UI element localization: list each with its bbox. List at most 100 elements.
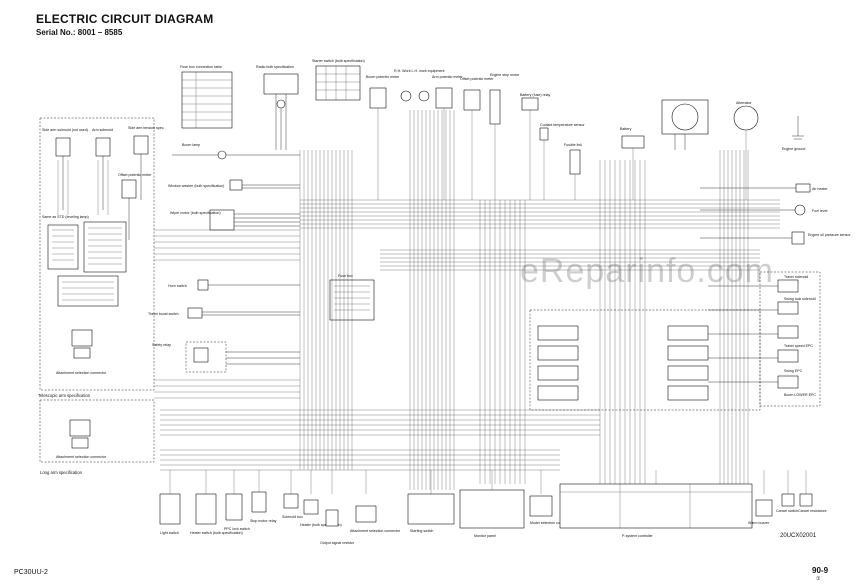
attachment-connector-label: Attachment selection connector	[56, 371, 107, 375]
air-heater-label: Air heater	[812, 187, 828, 191]
battery-relay-group: Battery (fuse) relay	[520, 93, 551, 111]
heater-switch-group: Heater switch (bulb specification)	[190, 493, 243, 535]
offset-pot-group: Offset potentio meter	[460, 77, 494, 111]
monitor-panel-group: Monitor panel	[459, 489, 525, 538]
boom-pot-label: Boom potentio meter	[366, 75, 400, 79]
light-switch-label: Light switch	[160, 531, 179, 535]
solenoid-box-label: Solenoid box	[282, 515, 303, 519]
air-heater-group: Air heater	[795, 183, 828, 193]
work-light-group: R.H. Work L.H. work equipment	[394, 69, 444, 102]
model-selection-group: Model selection connector	[529, 495, 573, 525]
model-selection-label: Model selection connector	[530, 521, 573, 525]
same-as-std-label: Same as STD (leveling lamp)	[42, 215, 89, 219]
fuse-box-table-label: Fuse box connection table	[180, 65, 222, 69]
boom-lower-epc-label: Boom LOWER EPC	[784, 393, 816, 397]
serial-number: Serial No.: 8001 – 8585	[36, 28, 123, 37]
left-solenoid-group: Attachment selection connector Telescopi…	[38, 117, 165, 398]
pump-controller-group: P-system controller	[559, 483, 753, 538]
wire-bundles	[154, 108, 807, 494]
page-number: 90-9	[812, 566, 829, 575]
fusible-link-label: Fusible link	[564, 143, 582, 147]
starting-switch-group: Starting switch	[407, 493, 455, 533]
attachment-selection-group: Attachment selection connector	[350, 505, 401, 533]
work-light-label: R.H. Work L.H. work equipment	[394, 69, 444, 73]
offset-pot-label: Offset potentio meter	[460, 77, 494, 81]
alternator-label: Alternator	[736, 101, 752, 105]
stop-motor-relay-group: Stop motor relay	[250, 491, 277, 523]
fusible-link-group: Fusible link	[564, 143, 582, 175]
engine-ground-label: Engine ground	[782, 147, 805, 151]
starting-switch-label: Starting switch	[410, 529, 433, 533]
radio-group: Radio bulb specification	[256, 65, 299, 150]
pump-controller-label: P-system controller	[622, 534, 654, 538]
attachment-selection-label: Attachment selection connector	[350, 529, 401, 533]
radio-label: Radio bulb specification	[256, 65, 294, 69]
travel-speed-epc-label: Travel speed EPC	[784, 344, 813, 348]
side-arm-tension-label: Side arm tension spec.	[128, 126, 165, 130]
window-washer-group: Window washer (bulb specification)	[168, 179, 300, 191]
output-signal-label: Output signal resistor	[320, 541, 355, 545]
cancel-resistor-group: Cancel resistance	[798, 493, 827, 513]
fuse-box-table: Fuse box connection table	[180, 65, 233, 129]
light-switch-group: Light switch	[159, 493, 181, 535]
battery-label: Battery	[620, 127, 632, 131]
long-arm-label: Long arm specification	[40, 470, 83, 475]
starter-motor-group	[661, 99, 709, 150]
offset-pot-left-label: Offset potentio meter	[118, 173, 152, 177]
engine-stop-motor-label: Engine stop motor	[490, 73, 520, 77]
watermark-text: eReparinfo.com	[520, 252, 775, 290]
starter-switch-table: Starter switch (bulb specification)	[312, 59, 365, 101]
solenoid-box-group: Solenoid box	[282, 493, 303, 519]
stop-motor-relay-label: Stop motor relay	[250, 519, 277, 523]
solenoid-valves: Travel solenoid Swing lock solenoid Trav…	[759, 271, 821, 407]
fuel-level-group: Fuel level	[794, 204, 828, 216]
travel-solenoid-label: Travel solenoid	[784, 275, 808, 279]
page-revision: ①	[816, 576, 821, 582]
cancel-resistor-label: Cancel resistance	[798, 509, 827, 513]
page-title: ELECTRIC CIRCUIT DIAGRAM	[36, 12, 214, 26]
ppc-lock-group: PPC lock switch	[224, 493, 250, 531]
attachment-connector-2-label: Attachment selection connector	[56, 455, 107, 459]
wiper-motor-label: Wiper motor (bulb specification)	[170, 211, 221, 215]
battery-relay-label: Battery (fuse) relay	[520, 93, 551, 97]
cancel-switch-group: Cancel switch	[776, 493, 798, 513]
document-code: 20UCX02001	[780, 533, 817, 539]
output-signal-group: Output signal resistor	[320, 509, 355, 545]
arm-pot-label: Arm potentio meter	[432, 75, 463, 79]
warm-buzzer-group: Warm buzzer	[748, 499, 773, 525]
swing-epc-label: Swing EPC	[784, 369, 803, 373]
controller-blocks	[529, 309, 761, 411]
monitor-panel-label: Monitor panel	[474, 534, 496, 538]
starter-switch-label: Starter switch (bulb specification)	[312, 59, 365, 63]
horn-switch-group: Horn switch	[168, 279, 300, 291]
engine-ground-group: Engine ground	[782, 116, 805, 151]
boom-lamp-label: Boom lamp	[182, 143, 200, 147]
engine-oil-sensor-group: Engine oil pressure sensor	[791, 231, 851, 245]
telescopic-arm-label: Telescopic arm specification	[38, 393, 91, 398]
coolant-sensor-group: Coolant temperature sensor	[539, 123, 585, 141]
engine-oil-label: Engine oil pressure sensor	[808, 233, 851, 237]
horn-switch-label: Horn switch	[168, 284, 187, 288]
heater-switch-label: Heater switch (bulb specification)	[190, 531, 243, 535]
fuel-level-label: Fuel level	[812, 209, 828, 213]
engine-stop-motor-group: Engine stop motor	[489, 73, 520, 125]
left-connector-box-2: Attachment selection connector	[39, 399, 155, 463]
boom-pot-group: Boom potentio meter	[366, 75, 400, 109]
window-washer-label: Window washer (bulb specification)	[168, 184, 224, 188]
heater-bulb-group: Heater (bulb specification)	[300, 499, 342, 527]
arm-solenoid-label: Arm solenoid	[92, 128, 113, 132]
coolant-sensor-label: Coolant temperature sensor	[540, 123, 585, 127]
ppc-lock-label: PPC lock switch	[224, 527, 250, 531]
travel-boost-switch-group: Travel boost switch	[148, 307, 300, 319]
battery-group: Battery	[620, 127, 645, 149]
safety-relay-group: Safety relay	[152, 341, 300, 373]
cancel-switch-label: Cancel switch	[776, 509, 798, 513]
travel-boost-label: Travel boost switch	[148, 312, 179, 316]
swing-lock-label: Swing lock solenoid	[784, 297, 816, 301]
arm-pot-group: Arm potentio meter	[432, 75, 463, 109]
wiper-motor-group: Wiper motor (bulb specification)	[170, 209, 300, 231]
boom-lamp-group: Boom lamp	[172, 143, 300, 160]
model-code: PC30UU-2	[14, 569, 48, 576]
alternator-group: Alternator	[733, 101, 759, 131]
